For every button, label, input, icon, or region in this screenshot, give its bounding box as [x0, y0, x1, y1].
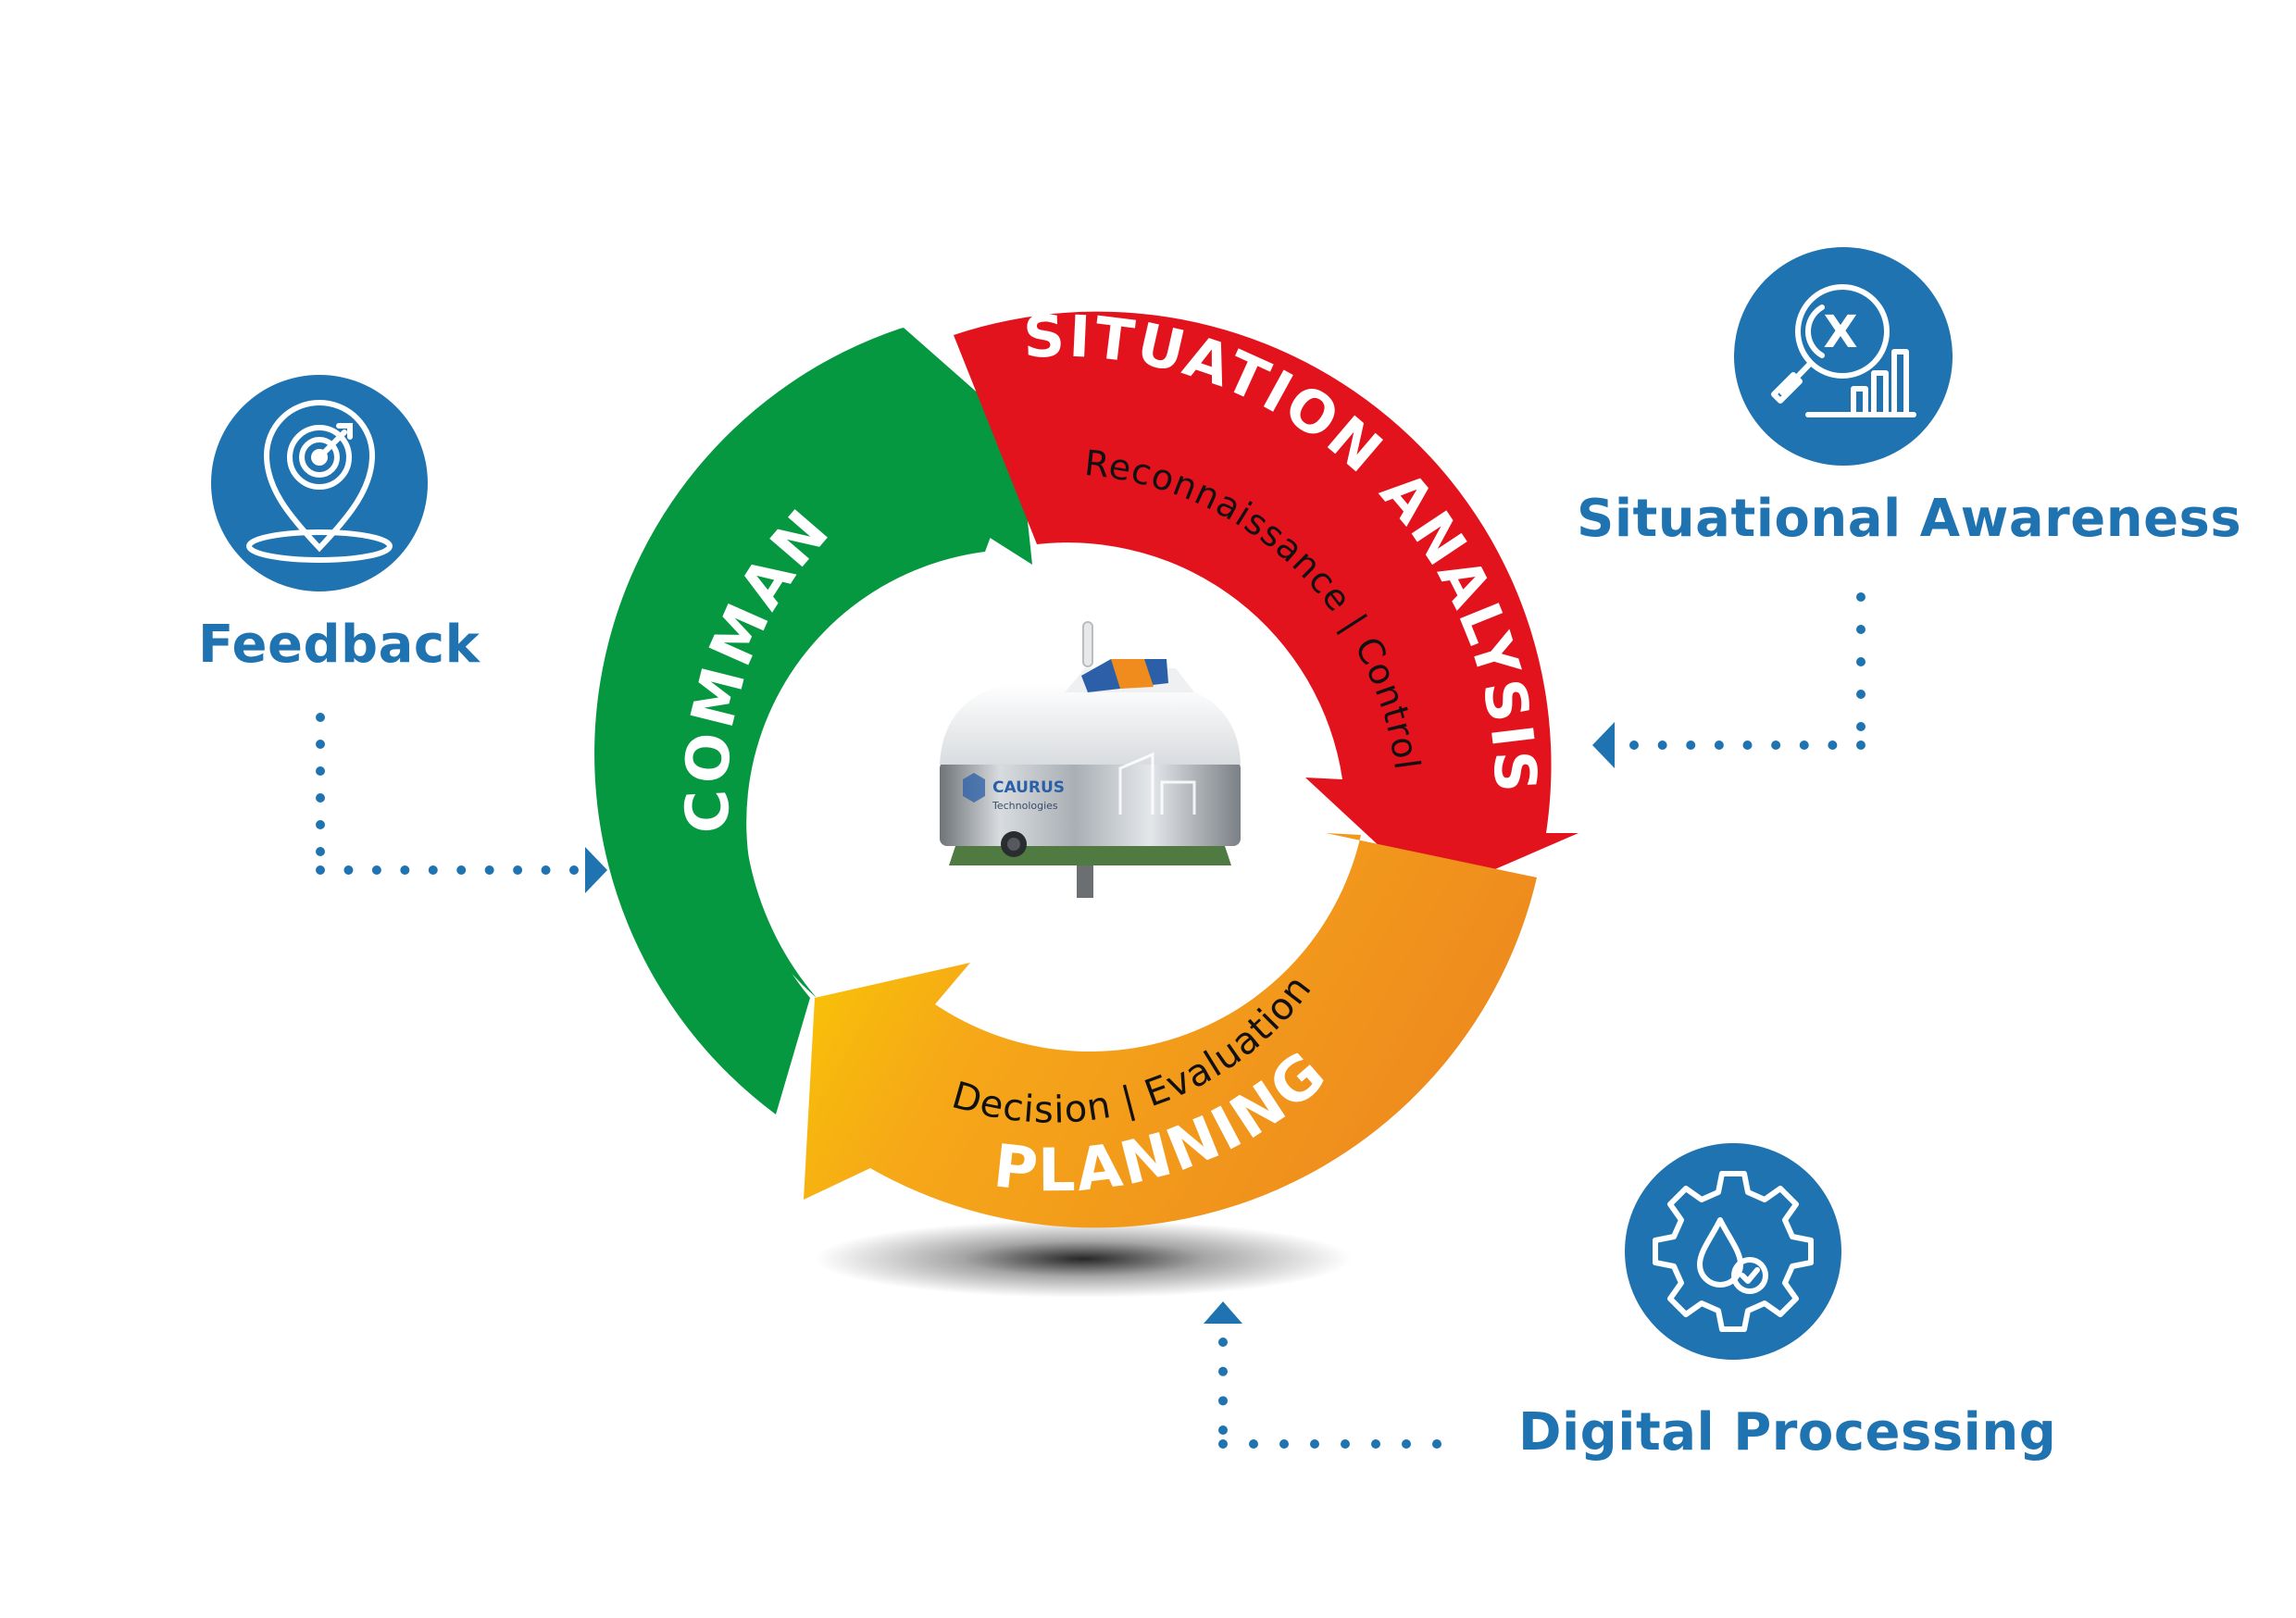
connector-dot — [1856, 741, 1866, 750]
connector-dot — [1432, 1439, 1441, 1449]
connector-dot — [1856, 722, 1866, 731]
situation-arc — [954, 311, 1578, 896]
feedback-arrowhead — [585, 847, 607, 893]
planning-arc — [804, 833, 1537, 1228]
connector-dot — [316, 847, 325, 856]
connector-dot — [316, 793, 325, 803]
connector-dot — [1402, 1439, 1411, 1449]
connector-dot — [316, 865, 325, 875]
device-brand: CAURUS — [992, 778, 1065, 797]
connector-dot — [484, 865, 494, 875]
connector-dot — [1799, 741, 1809, 750]
connector-dot — [1771, 741, 1781, 750]
connector-dot — [1218, 1338, 1228, 1347]
connector-dot — [1218, 1439, 1228, 1449]
connector-dot — [1686, 741, 1696, 750]
connector-dot — [1218, 1396, 1228, 1406]
connector-dot — [1371, 1439, 1380, 1449]
connector-dot — [1856, 690, 1866, 699]
digital-arrowhead — [1204, 1301, 1242, 1324]
connector-dot — [343, 865, 354, 875]
situational-connector — [1592, 592, 1866, 768]
connector-dot — [541, 865, 551, 875]
connector-dot — [1742, 741, 1753, 750]
cycle-shadow — [815, 1220, 1352, 1298]
connector-dot — [1249, 1439, 1258, 1449]
connector-dot — [1657, 741, 1667, 750]
connector-dot — [316, 713, 325, 722]
digital-connector — [1204, 1301, 1441, 1449]
digital-processing-label: Digital Processing — [1518, 1402, 2057, 1462]
situational-awareness-node: x — [1734, 247, 1953, 466]
connector-dot — [1341, 1439, 1350, 1449]
feedback-label: Feedback — [198, 615, 480, 675]
connector-dot — [1856, 625, 1866, 634]
situational-arrowhead — [1592, 722, 1615, 768]
feedback-node — [211, 375, 428, 591]
digital-processing-node — [1625, 1143, 1841, 1360]
connector-dot — [456, 865, 467, 875]
connector-dot — [513, 865, 523, 875]
target-location-icon — [246, 400, 393, 563]
device-brand-sub: Technologies — [992, 800, 1058, 812]
connector-dot — [316, 766, 325, 776]
connector-dot — [428, 865, 438, 875]
connector-dot — [371, 865, 381, 875]
device-image: CAURUS Technologies — [940, 621, 1241, 898]
connector-dot — [1856, 592, 1866, 602]
connector-dot — [1279, 1439, 1289, 1449]
connector-dot — [1714, 741, 1724, 750]
connector-dot — [569, 865, 579, 875]
connector-dot — [1218, 1366, 1228, 1376]
connector-dot — [1629, 741, 1639, 750]
magnify-x-glyph: x — [1823, 306, 1857, 358]
connector-dot — [1310, 1439, 1319, 1449]
situational-awareness-label: Situational Awareness — [1577, 489, 2242, 549]
connector-dot — [316, 740, 325, 749]
connector-dot — [400, 865, 410, 875]
command-arc-body — [594, 328, 1028, 1114]
gear-drop-icon — [1653, 1171, 1814, 1332]
feedback-connector — [316, 713, 607, 893]
connector-dot — [1828, 741, 1838, 750]
magnify-chart-icon — [1771, 284, 1916, 417]
connector-dot — [1856, 657, 1866, 666]
connector-dot — [316, 820, 325, 829]
connector-dot — [1218, 1425, 1228, 1435]
